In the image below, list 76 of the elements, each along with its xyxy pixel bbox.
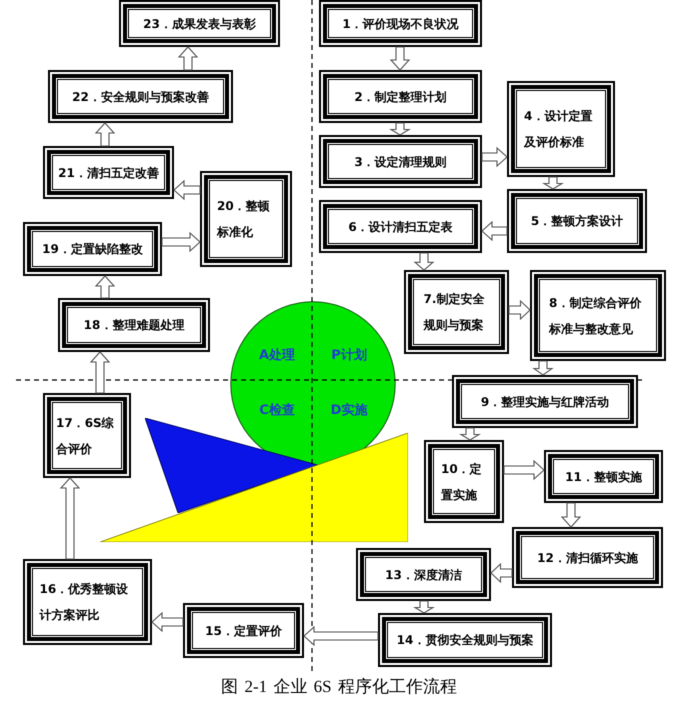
process-box bbox=[424, 440, 504, 523]
process-box bbox=[48, 70, 233, 123]
step-text: 19．定置缺陷整改 bbox=[42, 241, 143, 257]
step-text: 23．成果发表与表彰 bbox=[143, 16, 256, 32]
process-box bbox=[119, 0, 280, 47]
step-text: 16．优秀整顿设计方案评比 bbox=[40, 581, 130, 624]
block-arrow bbox=[490, 562, 513, 584]
step-text: 20．整顿标准化 bbox=[217, 198, 271, 241]
block-arrow bbox=[481, 220, 508, 242]
block-arrow bbox=[60, 477, 80, 560]
triangle bbox=[100, 433, 408, 542]
step-text: 15．定置评价 bbox=[205, 622, 282, 638]
step-text: 3．设定清理规则 bbox=[354, 154, 447, 170]
step-text: 12．清扫循环实施 bbox=[537, 550, 638, 566]
process-box bbox=[58, 298, 210, 352]
block-arrow bbox=[151, 612, 184, 632]
step-text: 11．整顿实施 bbox=[565, 468, 642, 484]
pdca-circle bbox=[230, 301, 396, 467]
process-box bbox=[378, 613, 552, 667]
process-box bbox=[319, 0, 482, 47]
process-box bbox=[404, 270, 509, 354]
block-arrow bbox=[161, 232, 201, 252]
process-box bbox=[43, 393, 131, 478]
block-arrow bbox=[90, 351, 110, 394]
step-text: 7.制定安全规则与预案 bbox=[424, 291, 486, 334]
block-arrow bbox=[560, 502, 582, 528]
step-text: 6．设计清扫五定表 bbox=[348, 218, 453, 234]
process-box bbox=[183, 603, 304, 658]
figure-caption: 图 2-1 企业 6S 程序化工作流程 bbox=[221, 677, 457, 696]
block-arrow bbox=[481, 146, 508, 168]
block-arrow bbox=[413, 600, 435, 614]
process-box bbox=[356, 548, 491, 601]
step-text: 18．整理难题处理 bbox=[84, 317, 184, 333]
step-text: 8．制定综合评价标准与整改意见 bbox=[549, 294, 642, 338]
block-arrow bbox=[173, 180, 201, 200]
process-box bbox=[23, 559, 152, 645]
block-arrow bbox=[532, 360, 554, 376]
process-box bbox=[319, 200, 482, 253]
block-arrow bbox=[508, 300, 531, 320]
step-text: 4．设计定置及评价标准 bbox=[524, 108, 594, 151]
step-text: 2．制定整理计划 bbox=[354, 88, 447, 104]
quadrant-label: D实施 bbox=[330, 403, 368, 419]
step-text: 14．贯彻安全规则与预案 bbox=[396, 632, 534, 648]
step-text: 9．整理实施与红牌活动 bbox=[480, 394, 610, 410]
quadrant-label: A处理 bbox=[258, 348, 296, 364]
process-box bbox=[23, 222, 162, 276]
process-box bbox=[43, 146, 174, 199]
process-box bbox=[507, 81, 615, 177]
step-text: 21．清扫五定改善 bbox=[58, 164, 159, 180]
quadrant-label: C检查 bbox=[259, 403, 295, 419]
process-box bbox=[319, 135, 482, 188]
process-box bbox=[319, 70, 482, 123]
block-arrow bbox=[503, 460, 545, 480]
step-text: 13．深度清洁 bbox=[385, 566, 462, 582]
process-box bbox=[544, 450, 663, 503]
triangle bbox=[145, 418, 318, 513]
process-box bbox=[200, 171, 292, 267]
block-arrow bbox=[542, 176, 564, 190]
quadrant-label: P计划 bbox=[331, 348, 367, 364]
block-arrow bbox=[389, 122, 411, 136]
process-box bbox=[507, 189, 647, 253]
step-text: 22．安全规则与预案改善 bbox=[72, 88, 209, 104]
process-box bbox=[512, 527, 663, 588]
block-arrow bbox=[390, 46, 410, 71]
step-text: 5．整顿方案设计 bbox=[530, 213, 624, 229]
step-text: 10．定置实施 bbox=[441, 460, 483, 504]
process-box bbox=[530, 270, 666, 361]
step-text: 17．6S综合评价 bbox=[56, 414, 115, 458]
block-arrow bbox=[94, 122, 116, 147]
process-box bbox=[452, 375, 638, 428]
step-text: 1．评价现场不良状况 bbox=[342, 16, 459, 32]
block-arrow bbox=[178, 46, 198, 71]
block-arrow bbox=[94, 275, 116, 299]
block-arrow bbox=[414, 252, 434, 271]
block-arrow bbox=[459, 427, 481, 441]
block-arrow bbox=[303, 626, 379, 646]
